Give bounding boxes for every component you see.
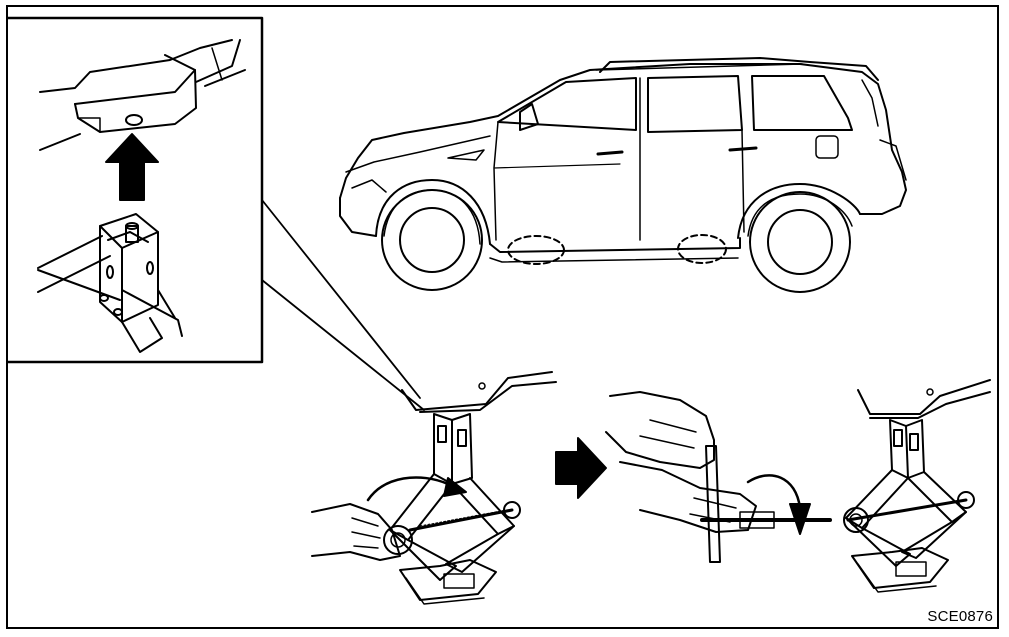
step-2-jack — [605, 379, 991, 593]
inset-body-pad — [39, 39, 246, 151]
suv-side-view — [339, 57, 907, 293]
rear-wheel — [749, 191, 851, 293]
inset-jack-saddle — [37, 213, 183, 353]
rotation-arrow-icon — [746, 474, 802, 510]
front-jack-point-marker — [507, 235, 565, 265]
rear-jack-point-marker — [677, 234, 727, 264]
inset-panel — [6, 16, 425, 411]
rotation-arrow-icon — [366, 476, 450, 502]
front-wheel — [381, 189, 483, 291]
figure-code: SCE0876 — [927, 608, 993, 625]
right-arrow-icon — [555, 437, 607, 499]
hand-with-handle — [605, 391, 832, 563]
hand-left — [311, 503, 413, 561]
step-1-jack — [311, 371, 557, 605]
up-arrow-icon — [105, 133, 159, 201]
